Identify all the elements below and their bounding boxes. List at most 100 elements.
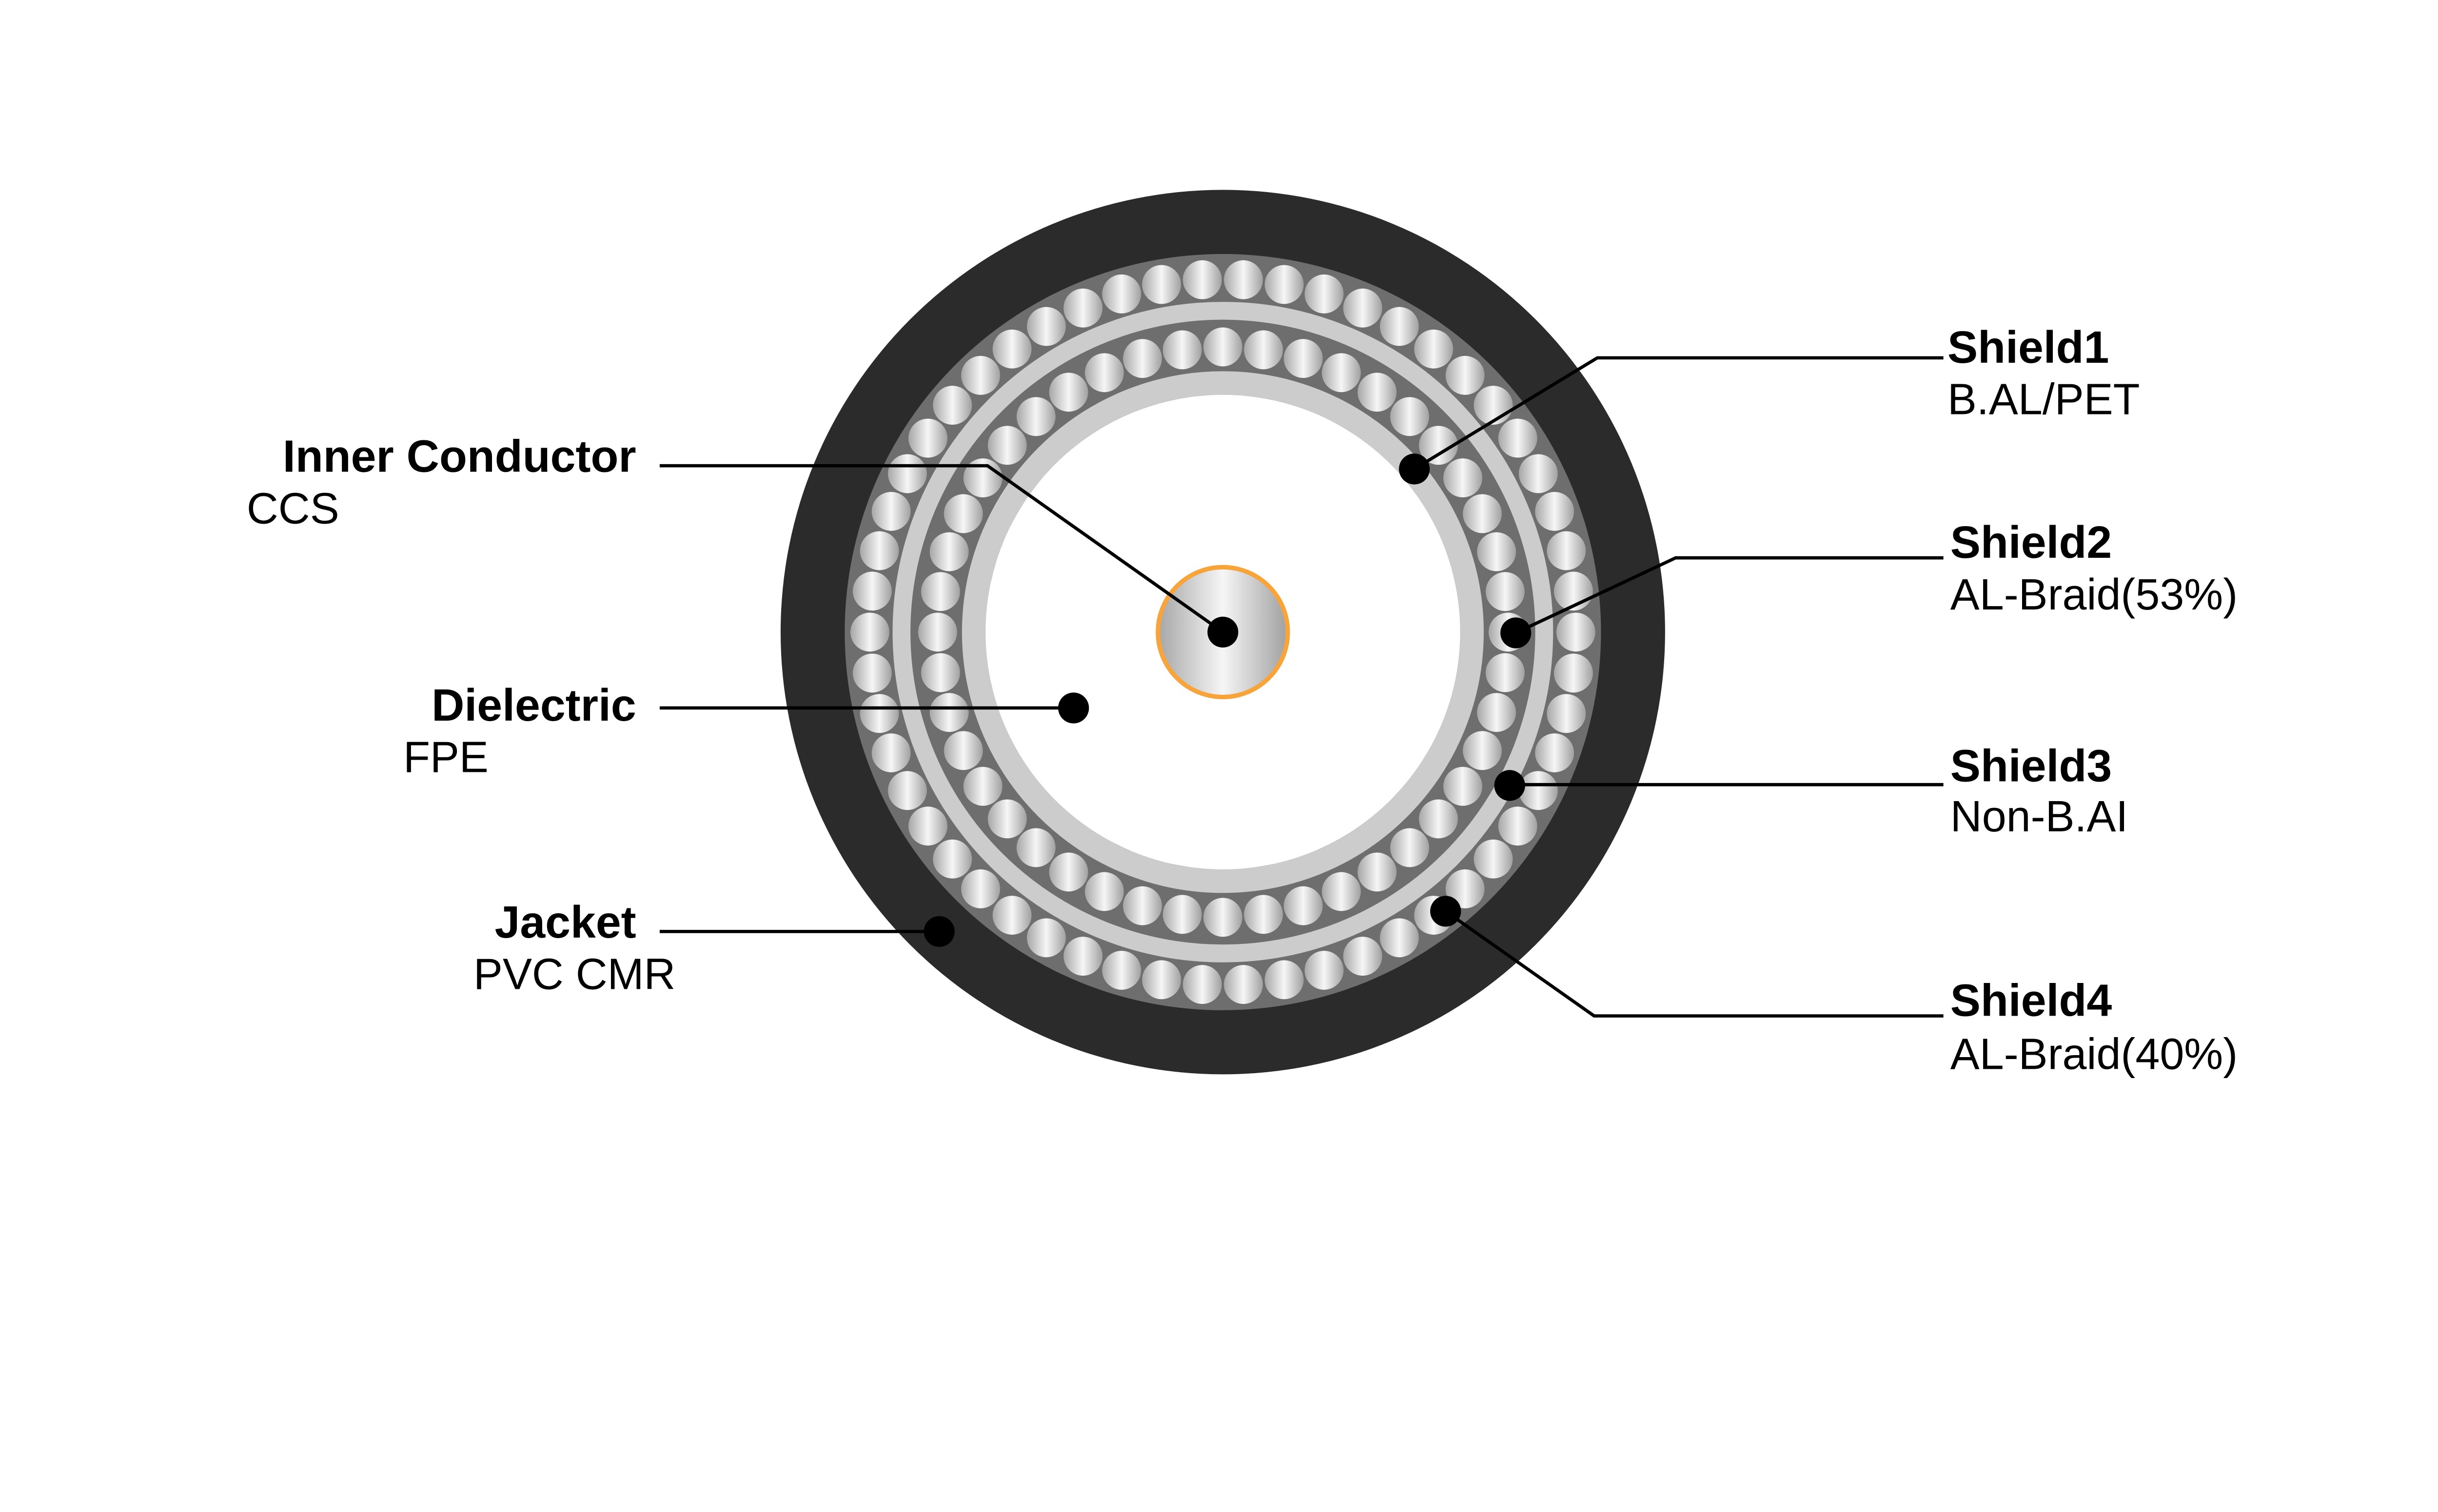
braid-wire bbox=[944, 494, 983, 533]
inner-conductor-title: Inner Conductor bbox=[283, 431, 636, 482]
shield3-foil-ring bbox=[892, 302, 1553, 962]
braid-wire bbox=[1016, 397, 1056, 436]
braid-wire bbox=[1535, 733, 1574, 772]
braid-wire bbox=[918, 612, 957, 652]
braid-wire bbox=[1535, 491, 1574, 531]
braid-wire bbox=[1123, 886, 1162, 925]
braid-wire bbox=[1547, 694, 1586, 733]
braid-wire bbox=[1485, 653, 1525, 692]
braid-wire bbox=[871, 733, 911, 772]
braid-wire bbox=[888, 454, 927, 493]
braid-wire bbox=[888, 771, 927, 810]
leader-shield3 bbox=[1494, 770, 1944, 801]
shield3-title: Shield3 bbox=[1950, 741, 2112, 791]
braid-wire bbox=[1224, 260, 1263, 299]
braid-wire bbox=[1049, 852, 1088, 892]
braid-wire bbox=[1283, 339, 1323, 378]
braid-wire bbox=[1203, 898, 1242, 937]
braid-wire bbox=[1390, 397, 1429, 436]
braid-wire bbox=[1343, 937, 1382, 976]
braid-wire bbox=[1027, 918, 1066, 958]
braid-wire bbox=[860, 531, 899, 570]
callout-dot bbox=[1500, 617, 1532, 648]
braid-wire bbox=[1264, 265, 1304, 304]
braid-wire bbox=[1049, 373, 1088, 412]
braid-wire bbox=[1304, 274, 1344, 314]
braid-wire bbox=[929, 693, 969, 732]
braid-wire bbox=[1443, 766, 1482, 806]
braid-wire bbox=[1102, 274, 1141, 314]
braid-wire bbox=[1123, 339, 1162, 378]
coax-cable-cross-section-diagram: Inner Conductor CCS Dielectric FPE Jacke… bbox=[246, 190, 2238, 1079]
braid-wire bbox=[1162, 895, 1202, 934]
braid-wire bbox=[1027, 307, 1066, 346]
braid-wire bbox=[1063, 937, 1103, 976]
braid-wire bbox=[1063, 288, 1103, 328]
callout-dot bbox=[1207, 616, 1239, 648]
braid-wire bbox=[961, 355, 1001, 395]
braid-wire bbox=[1485, 572, 1525, 611]
braid-wire bbox=[933, 386, 972, 425]
callout-dot bbox=[1494, 770, 1525, 801]
braid-wire bbox=[944, 731, 983, 770]
shield4-braid-wires bbox=[850, 260, 1595, 1004]
braid-wire bbox=[1244, 895, 1283, 934]
braid-wire bbox=[1477, 532, 1516, 571]
braid-wire bbox=[1474, 386, 1513, 425]
braid-wire bbox=[1264, 960, 1304, 1000]
leader-dielectric bbox=[659, 692, 1089, 724]
braid-wire bbox=[1203, 327, 1242, 367]
shield1-material: B.AL/PET bbox=[1947, 375, 2140, 424]
braid-wire bbox=[1414, 329, 1454, 369]
braid-wire bbox=[921, 572, 960, 611]
leader-jacket bbox=[659, 916, 955, 947]
shield1-foil-ring bbox=[962, 371, 1484, 893]
braid-wire bbox=[1477, 693, 1516, 732]
shield3-material: Non-B.AI bbox=[1950, 792, 2128, 841]
braid-wire bbox=[921, 653, 960, 692]
braid-wire bbox=[1379, 918, 1419, 958]
braid-wire bbox=[1142, 960, 1181, 1000]
callout-dot bbox=[1399, 453, 1430, 485]
braid-wire bbox=[1321, 872, 1361, 911]
shield2-title: Shield2 bbox=[1950, 517, 2112, 568]
braid-wire bbox=[871, 491, 911, 531]
braid-wire bbox=[1224, 965, 1263, 1004]
braid-wire bbox=[933, 839, 972, 879]
braid-wire bbox=[1553, 653, 1593, 693]
dielectric-title: Dielectric bbox=[432, 680, 636, 730]
braid-wire bbox=[1518, 771, 1558, 810]
braid-wire bbox=[1419, 799, 1458, 839]
braid-wire bbox=[1445, 355, 1485, 395]
braid-wire bbox=[852, 571, 892, 611]
shield2-material: AL-Braid(53%) bbox=[1950, 570, 2238, 619]
braid-wire bbox=[1321, 353, 1361, 393]
braid-wire bbox=[1084, 872, 1124, 911]
leader-shield2 bbox=[1500, 556, 1944, 648]
inner-conductor-material: CCS bbox=[247, 484, 339, 533]
shield4-title: Shield4 bbox=[1950, 975, 2112, 1026]
leader-inner-conductor bbox=[659, 464, 1239, 648]
dielectric-material: FPE bbox=[403, 733, 489, 782]
leader-shield4 bbox=[1430, 896, 1944, 1018]
braid-wire bbox=[1162, 330, 1202, 370]
braid-wire bbox=[1390, 828, 1429, 867]
braid-wire bbox=[1102, 950, 1141, 990]
callout-dot bbox=[924, 916, 955, 947]
braid-wire bbox=[860, 694, 899, 733]
braid-wire bbox=[1518, 454, 1558, 493]
braid-wire bbox=[992, 329, 1032, 369]
braid-wire bbox=[1357, 852, 1397, 892]
braid-wire bbox=[987, 799, 1027, 839]
braid-wire bbox=[1463, 494, 1502, 533]
braid-wire bbox=[1016, 828, 1056, 867]
jacket-title: Jacket bbox=[495, 897, 636, 947]
braid-wire bbox=[908, 806, 948, 846]
braid-wire bbox=[1463, 731, 1502, 770]
braid-wire bbox=[1498, 418, 1537, 458]
braid-wire bbox=[1142, 265, 1181, 304]
braid-wire bbox=[1547, 531, 1586, 570]
braid-wire bbox=[1084, 353, 1124, 393]
braid-wire bbox=[1379, 307, 1419, 346]
braid-wire bbox=[992, 896, 1032, 935]
